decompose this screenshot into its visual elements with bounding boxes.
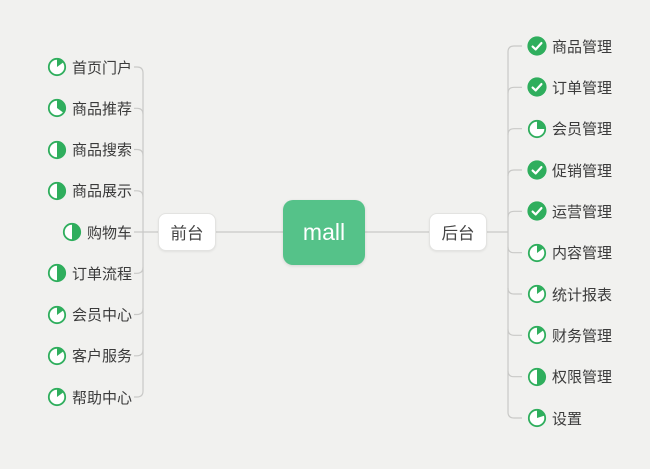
progress-pie-icon [47,387,67,407]
leaf-label: 运营管理 [552,203,613,221]
progress-pie-icon [527,284,547,304]
root-node-mall[interactable]: mall [283,200,365,265]
leaf-item[interactable]: 帮助中心 [47,384,132,410]
leaf-label: 内容管理 [552,245,613,263]
branch-node-label: 后台 [441,225,475,243]
leaf-item[interactable]: 设置 [527,405,582,431]
leaf-label: 首页门户 [71,59,132,77]
progress-pie-icon [62,222,82,242]
leaf-item[interactable]: 首页门户 [47,54,132,80]
progress-pie-icon [47,98,67,118]
leaf-label: 商品推荐 [71,100,132,118]
leaf-label: 设置 [552,410,583,428]
leaf-item[interactable]: 订单管理 [527,74,612,100]
leaf-label: 订单流程 [71,265,132,283]
leaf-label: 订单管理 [552,79,613,97]
leaf-label: 会员管理 [552,121,613,139]
check-circle-icon [527,36,547,56]
leaf-item[interactable]: 购物车 [62,219,132,245]
branch-node-front[interactable]: 前台 [158,213,216,251]
leaf-label: 购物车 [86,224,132,242]
progress-pie-icon [527,408,547,428]
branch-node-back[interactable]: 后台 [429,213,487,251]
leaf-label: 商品搜索 [71,142,132,159]
root-node-label: mall [302,219,346,245]
progress-pie-icon [47,346,67,366]
leaf-label: 客户服务 [71,348,132,366]
progress-pie-icon [527,325,547,345]
leaf-item[interactable]: 商品展示 [47,178,132,204]
progress-pie-icon [47,263,67,283]
leaf-item[interactable]: 运营管理 [527,198,612,224]
leaf-item[interactable]: 商品管理 [527,33,612,59]
leaf-item[interactable]: 订单流程 [47,260,132,286]
leaf-item[interactable]: 促销管理 [527,157,612,183]
leaf-item[interactable]: 权限管理 [527,364,612,390]
leaf-label: 财务管理 [552,327,613,345]
branch-node-label: 前台 [170,225,204,243]
leaf-item[interactable]: 财务管理 [527,322,612,348]
progress-pie-icon [527,367,547,387]
leaf-label: 帮助中心 [71,389,132,407]
check-circle-icon [527,160,547,180]
leaf-item[interactable]: 内容管理 [527,240,612,266]
leaf-item[interactable]: 客户服务 [47,343,132,369]
leaf-item[interactable]: 会员管理 [527,116,612,142]
progress-pie-icon [47,181,67,201]
leaf-label: 商品展示 [71,183,132,201]
leaf-item[interactable]: 统计报表 [527,281,612,307]
progress-pie-icon [527,243,547,263]
leaf-label: 统计报表 [552,286,613,304]
progress-pie-icon [47,57,67,77]
check-circle-icon [527,77,547,97]
progress-pie-icon [47,140,67,160]
leaf-item[interactable]: 会员中心 [47,302,132,328]
leaf-label: 权限管理 [552,369,613,387]
leaf-item[interactable]: 商品推荐 [47,95,132,121]
progress-pie-icon [47,305,67,325]
progress-pie-icon [527,119,547,139]
leaf-label: 商品管理 [552,38,613,56]
leaf-item[interactable]: 商品搜索 [47,137,132,163]
leaf-label: 促销管理 [552,162,613,180]
leaf-label: 会员中心 [71,307,132,324]
check-circle-icon [527,201,547,221]
